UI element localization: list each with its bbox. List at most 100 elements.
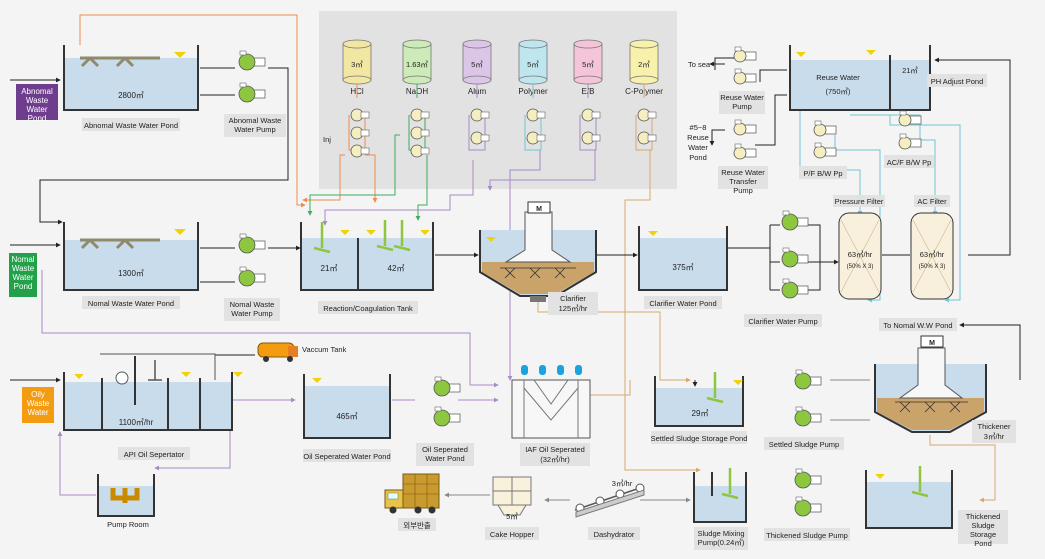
clarifier-pump-label-bg	[744, 314, 822, 327]
oily-source-box	[22, 387, 54, 423]
api-wall	[63, 356, 233, 431]
chem-pump[interactable]	[350, 144, 370, 158]
reuse-transfer-pump-2[interactable]	[733, 143, 757, 160]
clarifier-outlet	[530, 296, 546, 302]
chemical-panel	[319, 11, 677, 189]
thickener-label: Thickener	[978, 422, 1011, 431]
normal-pump-2[interactable]	[238, 266, 266, 287]
settled-pump-2[interactable]	[794, 406, 822, 427]
abnormal-pump-1[interactable]	[238, 50, 266, 71]
thickened-mixer	[911, 466, 929, 498]
cake-hopper-icon	[492, 476, 532, 516]
chem-pump[interactable]	[410, 144, 430, 158]
chem-pump[interactable]	[637, 131, 657, 145]
chem-volume: 1.63㎥	[406, 60, 429, 69]
purple-line-alum	[322, 160, 474, 226]
purple-line-pumproom-out	[57, 431, 96, 496]
chem-pump[interactable]	[526, 108, 546, 122]
settled-pump-1[interactable]	[794, 369, 822, 390]
oil-pond-label-bg	[303, 449, 391, 462]
reaction-value-2: 42㎥	[388, 264, 405, 273]
chem-pump[interactable]	[581, 108, 601, 122]
dark-line-to-normal	[959, 322, 1021, 380]
api-label: API Oil Sepertator	[124, 450, 185, 459]
ac-filter-title-bg	[914, 195, 950, 207]
chem-pump[interactable]	[581, 131, 601, 145]
api-label-bg	[118, 447, 190, 460]
reuse-pump-1[interactable]	[733, 46, 757, 63]
ph-label: PH Adjust Pond	[931, 77, 984, 86]
clarifier-pond-value: 375㎥	[672, 263, 693, 272]
thickened-wall	[865, 470, 953, 529]
iaf-label-bg	[520, 443, 590, 466]
chem-volume: 3㎥	[351, 60, 363, 69]
clarifier-motor-label: M	[536, 206, 542, 213]
api-level-3	[233, 372, 243, 377]
reaction-value-1: 21㎥	[321, 264, 338, 273]
dark-line-abn-out	[39, 67, 289, 222]
reuse-pump-2[interactable]	[733, 68, 757, 85]
oil-pond-pump-2[interactable]	[433, 406, 461, 427]
chem-volume: 5㎥	[471, 60, 483, 69]
iaf-rate: (32㎥/hr)	[540, 455, 570, 464]
chem-pump[interactable]	[637, 108, 657, 122]
settled-mixer	[706, 372, 724, 404]
oil-pond-pump-1[interactable]	[433, 376, 461, 397]
reuse-water	[790, 60, 930, 110]
to-normal-label: To Nomal W.W Pond	[883, 321, 952, 330]
cake-label: Cake Hopper	[490, 530, 535, 539]
tan-line-iaf	[590, 380, 631, 396]
dashydrator-icon	[574, 483, 645, 518]
reuse-pump-label-bg	[719, 91, 765, 114]
reaction-mixer-2	[376, 220, 394, 252]
reaction-level-1	[340, 230, 350, 235]
chem-pump[interactable]	[410, 126, 430, 140]
abnormal-pump-2[interactable]	[238, 82, 266, 103]
cake-label-bg	[485, 527, 539, 540]
api-level-2	[181, 372, 191, 377]
truck-icon	[384, 473, 440, 514]
chem-pump[interactable]	[470, 131, 490, 145]
cyan-line-3	[834, 135, 881, 303]
pf-pump-1[interactable]	[813, 120, 837, 137]
normal-pump-1[interactable]	[238, 233, 266, 254]
clarifier-pump-3[interactable]	[781, 278, 809, 299]
pf-pump-2[interactable]	[813, 142, 837, 159]
chem-pump[interactable]	[470, 108, 490, 122]
chem-pump[interactable]	[526, 131, 546, 145]
chem-pump[interactable]	[350, 108, 370, 122]
thickened-pump-label-bg	[764, 528, 850, 541]
thickener-sludge	[877, 398, 984, 430]
clarifier-motor	[527, 201, 551, 214]
reuse-transfer-pump-1[interactable]	[733, 119, 757, 136]
abnormal-pump-label-bg	[224, 114, 286, 137]
pf-pump-label-bg	[799, 166, 847, 179]
clarifier-pond-level	[648, 231, 658, 236]
dark-line-reuse-transfer	[712, 94, 787, 145]
settled-wall	[654, 376, 744, 427]
mixing-mixer	[721, 468, 739, 500]
chem-pump[interactable]	[350, 126, 370, 140]
truck-label: 외부반출	[403, 520, 431, 530]
pressure-filter-title-bg	[833, 195, 885, 207]
dark-line-filters	[882, 60, 1011, 256]
thickened-pump-2[interactable]	[794, 496, 822, 517]
normal-pond-label: Nomal Waste Water Pond	[88, 299, 174, 308]
acf-pump-2[interactable]	[898, 133, 922, 150]
acf-pump-1[interactable]	[898, 110, 922, 127]
reaction-wall	[300, 222, 434, 291]
clarifier-pump-2[interactable]	[781, 247, 809, 268]
thickener-motor	[920, 335, 944, 348]
purple-line-main	[41, 270, 499, 388]
thickened-pump-1[interactable]	[794, 468, 822, 489]
chem-volume: 2㎥	[638, 60, 650, 69]
clarifier-pump-1[interactable]	[781, 210, 809, 231]
chem-pump[interactable]	[410, 108, 430, 122]
